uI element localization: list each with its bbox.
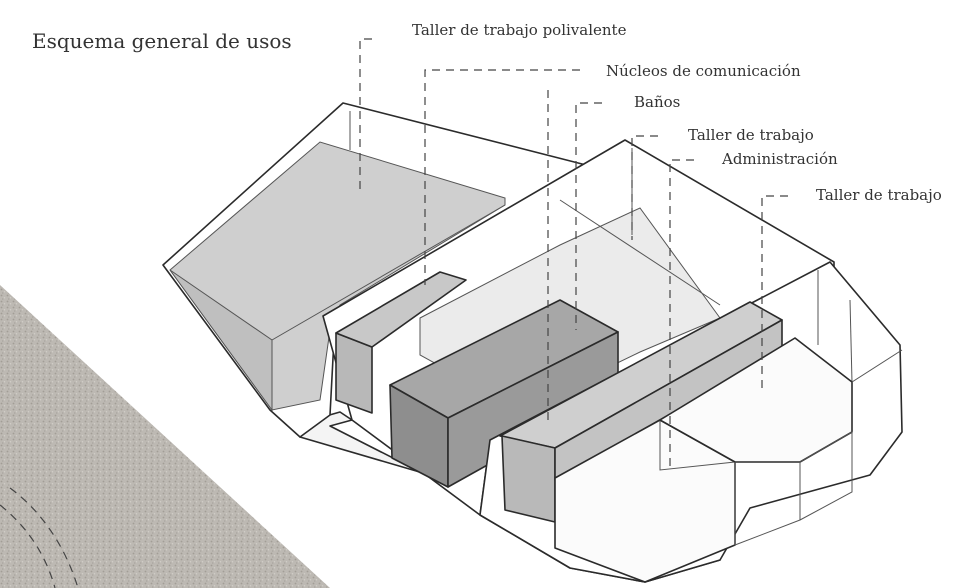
ground-texture <box>0 285 330 588</box>
label-banos: Baños <box>634 93 680 111</box>
administracion-volume-front <box>501 435 556 523</box>
label-taller-polivalente: Taller de trabajo polivalente <box>412 21 627 39</box>
ground-path-lines <box>0 487 79 588</box>
building-right <box>479 261 903 583</box>
leader-taller-polivalente <box>359 38 372 195</box>
leader-nucleos <box>424 69 580 285</box>
label-administracion: Administración <box>721 150 838 168</box>
leader-lines <box>359 38 788 470</box>
building-left <box>162 102 587 438</box>
leader-administracion <box>669 159 694 470</box>
label-taller-1: Taller de trabajo <box>688 126 814 144</box>
leader-taller-2 <box>761 195 788 392</box>
label-nucleos: Núcleos de comunicación <box>606 62 801 80</box>
diagram-title: Esquema general de usos <box>32 29 292 53</box>
label-taller-2: Taller de trabajo <box>816 186 942 204</box>
